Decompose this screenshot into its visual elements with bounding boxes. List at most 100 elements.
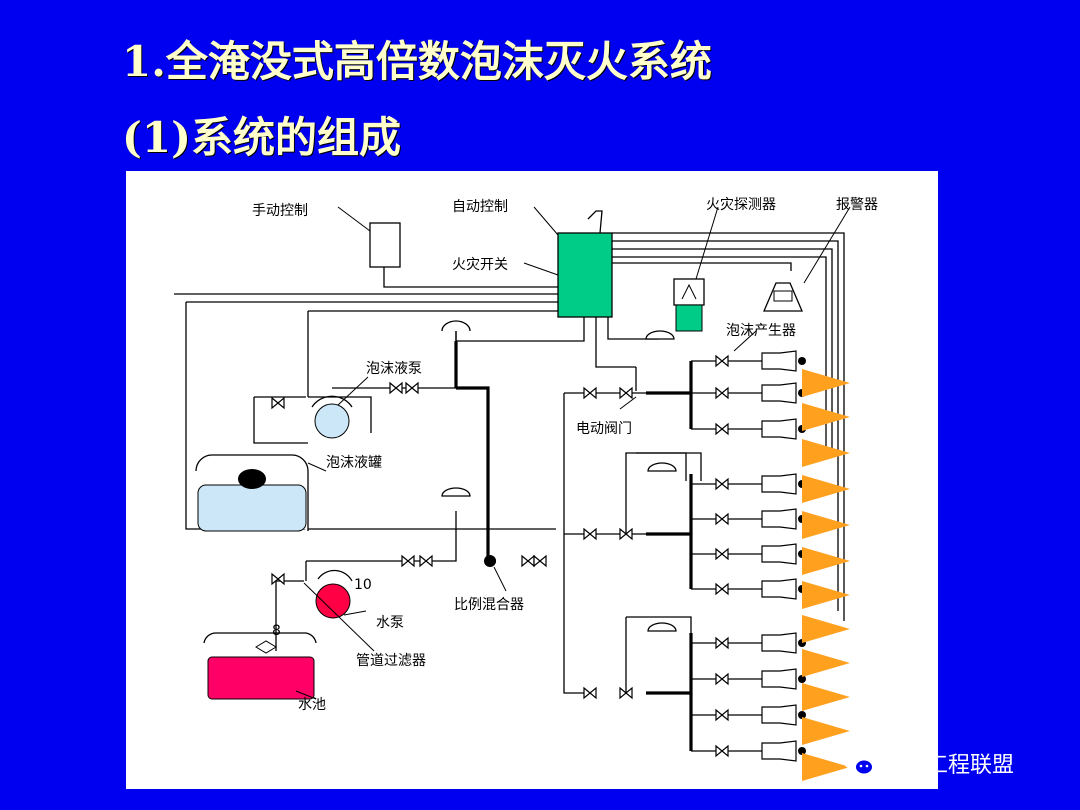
wechat-icon [843, 750, 874, 776]
valve-icon [583, 386, 597, 400]
slide-subtitle: (1)系统的组成 [122, 113, 401, 162]
proportional-mixer-node [484, 555, 496, 567]
valve-icon [715, 547, 729, 561]
watermark-text: 机电工程联盟 [882, 753, 1015, 778]
foam-cone-icon [802, 649, 850, 677]
valve-icon [715, 354, 729, 368]
valve-icon [583, 686, 597, 700]
dome-nozzle-icon [647, 622, 677, 632]
generator-head [798, 747, 806, 755]
generator-nozzle-icon [761, 382, 797, 404]
water-pump [315, 583, 351, 619]
foam-pump-casing [311, 395, 353, 408]
foam-tank [197, 484, 307, 532]
dome-nozzle-icon [647, 462, 677, 472]
alarm-inner [773, 290, 793, 302]
label-water-tank: 水池 [298, 697, 326, 713]
foam-cone-icon [802, 683, 850, 711]
valve-icon [715, 582, 729, 596]
generator-nozzle-icon [761, 668, 797, 690]
foam-pump [314, 403, 350, 439]
valve-icon [583, 527, 597, 541]
tank-float-icon [255, 640, 277, 654]
fire-detector-body [673, 278, 705, 306]
fire-detector-sensor-icon [681, 283, 697, 300]
valve-icon [715, 636, 729, 650]
label-electric-valve: 电动阀门 [576, 421, 632, 437]
valve-icon [521, 554, 535, 568]
valve-icon [715, 744, 729, 758]
valve-icon [715, 708, 729, 722]
label-fire-switch: 火灾开关 [452, 256, 508, 273]
valve-icon [271, 396, 285, 410]
label-num-10: 10 [354, 577, 372, 593]
foam-cone-icon [802, 717, 850, 745]
valve-icon [619, 686, 633, 700]
valve-icon [389, 381, 403, 395]
label-alarm: 报警器 [836, 197, 878, 213]
water-tank [207, 656, 315, 700]
foam-cone-icon [802, 403, 850, 431]
pipe-lines [174, 232, 845, 751]
fire-detector [675, 304, 703, 332]
valve-icon [419, 554, 433, 568]
valve-icon [401, 554, 415, 568]
watermark: 机电工程联盟 [842, 746, 1014, 780]
valve-icon [715, 422, 729, 436]
water-tank-shell [203, 632, 317, 644]
foam-generators [761, 350, 850, 781]
slide-title: 1.全淹没式高倍数泡沫灭火系统 [122, 37, 712, 86]
generator-nozzle-icon [761, 543, 797, 565]
valve-icon [271, 572, 285, 586]
generator-head [798, 711, 806, 719]
control-box-top [587, 210, 603, 234]
foam-cone-icon [802, 753, 850, 781]
foam-cone-icon [802, 547, 850, 575]
valves [271, 354, 729, 758]
label-pipe-filter: 管道过滤器 [356, 653, 426, 669]
valve-icon [715, 477, 729, 491]
generator-head [798, 675, 806, 683]
generator-nozzle-icon [761, 704, 797, 726]
generator-nozzle-icon [761, 350, 797, 372]
dome-nozzle-icon [441, 320, 471, 332]
foam-cone-icon [802, 475, 850, 503]
valve-icon [405, 381, 419, 395]
valve-icon [715, 512, 729, 526]
label-proportional-mixer: 比例混合器 [454, 597, 524, 613]
foam-cone-icon [802, 511, 850, 539]
label-auto-control: 自动控制 [452, 199, 508, 215]
generator-nozzle-icon [761, 473, 797, 495]
label-water-pump: 水泵 [376, 615, 404, 631]
dome-nozzle-icon [441, 487, 471, 497]
label-manual-control: 手动控制 [252, 203, 308, 219]
foam-cone-icon [802, 439, 850, 467]
label-foam-tank: 泡沫液罐 [326, 455, 382, 471]
label-fire-detector: 火灾探测器 [706, 196, 776, 213]
label-foam-pump: 泡沫液泵 [366, 361, 422, 377]
generator-nozzle-icon [761, 578, 797, 600]
manual-control-box [369, 222, 401, 268]
dome-nozzle-icon [645, 330, 675, 340]
leader-lines [295, 206, 851, 700]
diagram-panel: 手动控制 自动控制 火灾开关 火灾探测器 报警器 泡沫产生器 泡沫液泵 电动阀门… [126, 171, 938, 789]
water-pump-casing [317, 569, 353, 582]
system-diagram: 手动控制 自动控制 火灾开关 火灾探测器 报警器 泡沫产生器 泡沫液泵 电动阀门… [174, 196, 878, 781]
generator-nozzle-icon [761, 740, 797, 762]
foam-tank-cap [238, 469, 266, 489]
generator-nozzle-icon [761, 418, 797, 440]
valve-icon [533, 554, 547, 568]
label-foam-generator: 泡沫产生器 [726, 323, 796, 339]
generator-head [798, 357, 806, 365]
generator-nozzle-icon [761, 632, 797, 654]
generator-nozzle-icon [761, 508, 797, 530]
foam-cone-icon [802, 369, 850, 397]
valve-icon [619, 527, 633, 541]
main-pipes [454, 341, 693, 751]
valve-icon [715, 672, 729, 686]
valve-icon [619, 386, 633, 400]
control-box [557, 232, 613, 318]
foam-cone-icon [802, 615, 850, 643]
foam-cone-icon [802, 581, 850, 609]
label-num-8: 8 [272, 623, 281, 639]
